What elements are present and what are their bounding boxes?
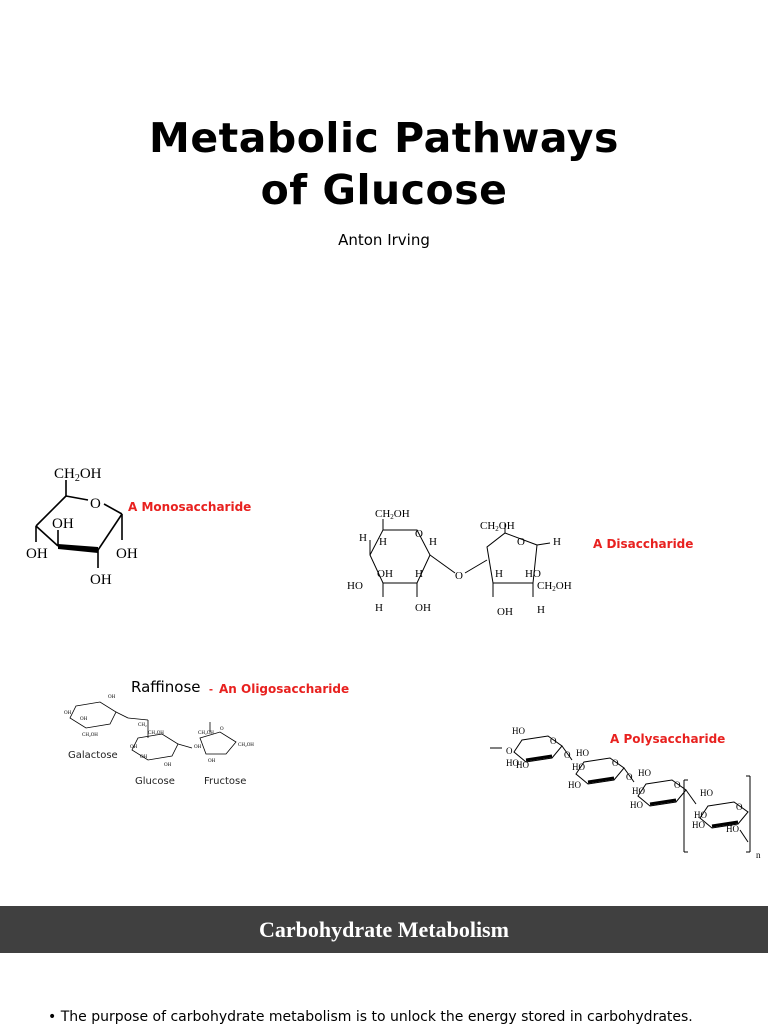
svg-text:H: H bbox=[415, 568, 423, 580]
svg-text:OH: OH bbox=[80, 717, 88, 722]
galactose-label: Galactose bbox=[68, 750, 118, 761]
title-line-2: of Glucose bbox=[260, 166, 508, 214]
bullet-item: • The purpose of carbohydrate metabolism… bbox=[48, 1009, 768, 1024]
fructose-label: Fructose bbox=[204, 776, 247, 787]
svg-text:OH: OH bbox=[52, 516, 74, 532]
svg-text:OH: OH bbox=[108, 695, 116, 700]
svg-text:O: O bbox=[220, 727, 224, 732]
svg-text:HO: HO bbox=[525, 568, 541, 580]
disaccharide-structure: CH2OH O H H H OH H HO H OH O CH2OH O H H… bbox=[347, 508, 572, 618]
disaccharide-label: A Disaccharide bbox=[593, 537, 694, 551]
raffinose-structure: OH OH OH CH₂OH CH₂ CH₂OH OH OH OH CH₂OH … bbox=[64, 695, 254, 768]
svg-text:OH: OH bbox=[64, 711, 72, 716]
svg-text:HO: HO bbox=[638, 768, 651, 778]
section-banner: Carbohydrate Metabolism bbox=[0, 906, 768, 953]
svg-text:H: H bbox=[537, 604, 545, 616]
svg-text:O: O bbox=[506, 746, 513, 756]
label-dash: - bbox=[209, 682, 213, 696]
svg-text:OH: OH bbox=[164, 763, 172, 768]
svg-text:OH: OH bbox=[415, 602, 431, 614]
svg-text:OH: OH bbox=[130, 745, 138, 750]
polysaccharide-label: A Polysaccharide bbox=[610, 732, 726, 746]
title-line-1: Metabolic Pathways bbox=[149, 114, 619, 162]
svg-text:CH2OH: CH2OH bbox=[480, 520, 515, 533]
svg-text:OH: OH bbox=[26, 546, 48, 562]
svg-text:OH: OH bbox=[116, 546, 138, 562]
svg-text:H: H bbox=[375, 602, 383, 614]
author-name: Anton Irving bbox=[338, 231, 430, 249]
raffinose-title: Raffinose bbox=[131, 678, 201, 696]
svg-text:CH2OH: CH2OH bbox=[537, 580, 572, 593]
svg-text:OH: OH bbox=[208, 759, 216, 764]
oligosaccharide-label: An Oligosaccharide bbox=[219, 682, 350, 696]
svg-text:H: H bbox=[359, 532, 367, 544]
svg-text:CH₂OH: CH₂OH bbox=[198, 731, 214, 736]
svg-text:O: O bbox=[90, 496, 101, 512]
svg-text:HO: HO bbox=[516, 760, 529, 770]
svg-text:CH₂OH: CH₂OH bbox=[238, 743, 254, 748]
svg-text:H: H bbox=[429, 536, 437, 548]
svg-text:HO: HO bbox=[568, 780, 581, 790]
svg-text:O: O bbox=[736, 802, 743, 812]
svg-text:H: H bbox=[553, 536, 561, 548]
svg-text:OH: OH bbox=[140, 755, 148, 760]
svg-text:CH2OH: CH2OH bbox=[375, 508, 410, 521]
bullet-marker: • bbox=[48, 1009, 61, 1024]
monosaccharide-structure: CH2OH O OH OH OH OH bbox=[26, 466, 138, 588]
svg-text:HO: HO bbox=[632, 786, 645, 796]
svg-text:H: H bbox=[379, 536, 387, 548]
svg-text:O: O bbox=[564, 750, 571, 760]
svg-text:O: O bbox=[415, 528, 423, 540]
svg-text:OH: OH bbox=[377, 568, 393, 580]
svg-text:O: O bbox=[674, 780, 681, 790]
polysaccharide-structure: HO O HO HO O O HO HO HO O O HO HO HO O H… bbox=[490, 726, 761, 860]
svg-text:HO: HO bbox=[572, 762, 585, 772]
svg-text:OH: OH bbox=[497, 606, 513, 618]
svg-text:OH: OH bbox=[90, 572, 112, 588]
svg-text:HO: HO bbox=[347, 580, 363, 592]
svg-text:H: H bbox=[495, 568, 503, 580]
svg-text:O: O bbox=[455, 570, 463, 582]
svg-text:CH₂: CH₂ bbox=[138, 723, 147, 728]
svg-text:n: n bbox=[756, 850, 761, 860]
svg-text:O: O bbox=[517, 536, 525, 548]
svg-text:CH2OH: CH2OH bbox=[54, 466, 102, 484]
svg-text:OH: OH bbox=[194, 745, 202, 750]
svg-text:HO: HO bbox=[630, 800, 643, 810]
svg-text:O: O bbox=[626, 772, 633, 782]
slide-title: Metabolic Pathways of Glucose bbox=[0, 112, 768, 216]
bullet-text: The purpose of carbohydrate metabolism i… bbox=[60, 1009, 693, 1024]
svg-text:CH₂OH: CH₂OH bbox=[82, 733, 98, 738]
svg-text:O: O bbox=[550, 736, 557, 746]
svg-text:HO: HO bbox=[576, 748, 589, 758]
svg-text:HO: HO bbox=[694, 810, 707, 820]
svg-text:HO: HO bbox=[692, 820, 705, 830]
svg-text:HO: HO bbox=[726, 824, 739, 834]
monosaccharide-label: A Monosaccharide bbox=[128, 500, 252, 514]
svg-text:O: O bbox=[612, 758, 619, 768]
glucose-label: Glucose bbox=[135, 776, 175, 787]
svg-text:HO: HO bbox=[506, 758, 519, 768]
svg-text:HO: HO bbox=[512, 726, 525, 736]
svg-text:CH₂OH: CH₂OH bbox=[148, 731, 164, 736]
svg-text:HO: HO bbox=[700, 788, 713, 798]
